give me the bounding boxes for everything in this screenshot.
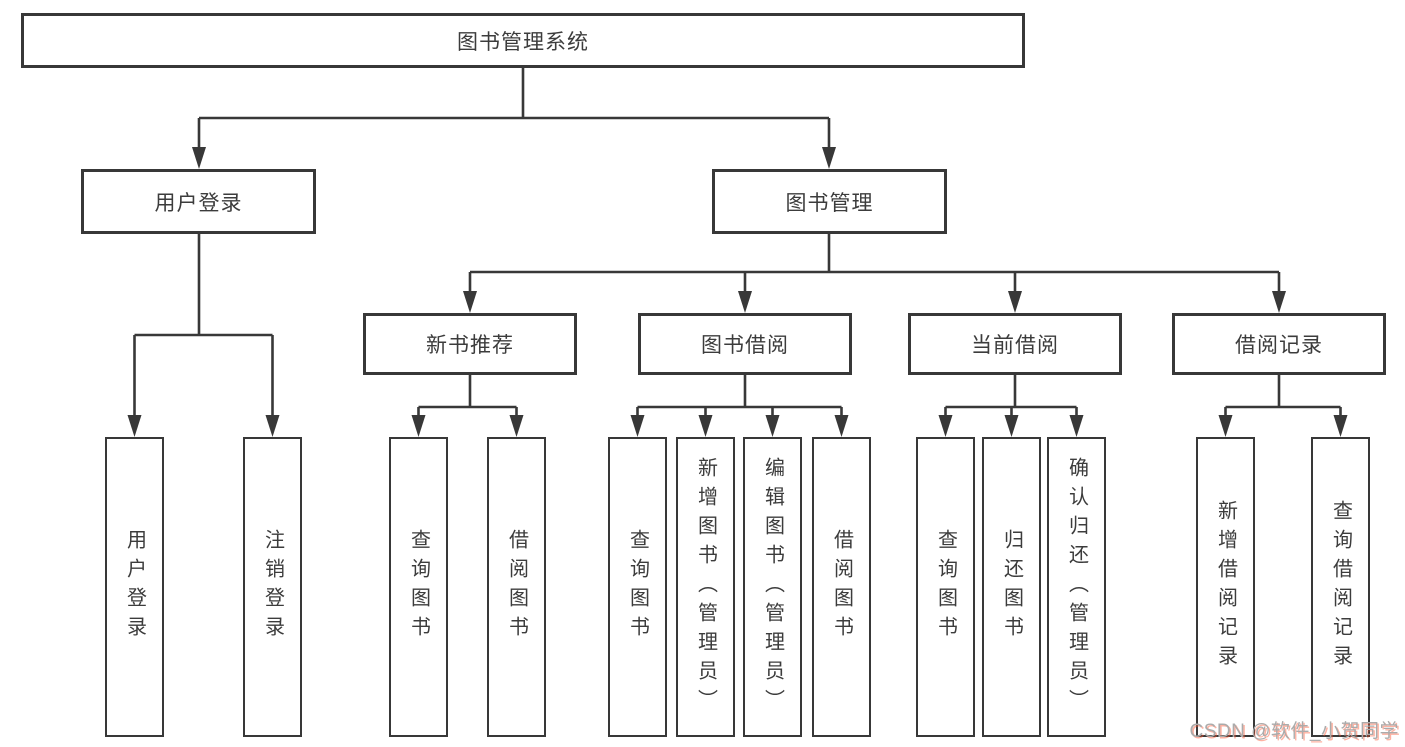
- leaf-borrow-borrow-book: 借阅图书: [812, 437, 871, 737]
- node-borrow-record: 借阅记录: [1172, 313, 1386, 375]
- leaf-label: 借阅图书: [830, 529, 853, 645]
- leaf-borrow-query-book: 查询图书: [608, 437, 667, 737]
- leaf-label: 归还图书: [1000, 529, 1023, 645]
- leaf-query-borrow-record: 查询借阅记录: [1311, 437, 1370, 737]
- node-book-borrow: 图书借阅: [638, 313, 852, 375]
- leaf-label: 新增图书（管理员）: [694, 456, 717, 718]
- connector-lines: [133, 68, 1342, 419]
- node-label: 用户登录: [154, 191, 243, 215]
- leaf-label: 确认归还（管理员）: [1065, 456, 1088, 718]
- leaf-label: 借阅图书: [505, 529, 528, 645]
- leaf-return-book: 归还图书: [982, 437, 1041, 737]
- leaf-recommend-borrow-book: 借阅图书: [487, 437, 546, 737]
- leaf-edit-book-admin: 编辑图书（管理员）: [743, 437, 802, 737]
- leaf-confirm-return-admin: 确认归还（管理员）: [1047, 437, 1106, 737]
- leaf-label: 查询图书: [407, 529, 430, 645]
- node-new-book-recommend: 新书推荐: [363, 313, 577, 375]
- leaf-label: 查询借阅记录: [1329, 500, 1352, 674]
- leaf-label: 查询图书: [626, 529, 649, 645]
- node-label: 当前借阅: [971, 334, 1059, 357]
- node-label: 新书推荐: [426, 334, 514, 357]
- node-current-borrow: 当前借阅: [908, 313, 1122, 375]
- leaf-logout: 注销登录: [243, 437, 302, 737]
- node-label: 图书管理: [785, 191, 874, 215]
- arrowheads: [127, 147, 1348, 437]
- leaf-label: 新增借阅记录: [1214, 500, 1237, 674]
- node-label: 借阅记录: [1235, 334, 1323, 357]
- node-label: 图书借阅: [701, 334, 789, 357]
- node-root-library-management-system: 图书管理系统: [21, 13, 1025, 68]
- leaf-label: 注销登录: [261, 529, 284, 645]
- leaf-label: 编辑图书（管理员）: [761, 456, 784, 718]
- leaf-label: 用户登录: [123, 529, 146, 645]
- node-label: 图书管理系统: [457, 30, 589, 54]
- leaf-current-query-book: 查询图书: [916, 437, 975, 737]
- leaf-recommend-query-book: 查询图书: [389, 437, 448, 737]
- leaf-add-book-admin: 新增图书（管理员）: [676, 437, 735, 737]
- node-user-login: 用户登录: [81, 169, 316, 234]
- leaf-user-login: 用户登录: [105, 437, 164, 737]
- node-book-management: 图书管理: [712, 169, 947, 234]
- leaf-add-borrow-record: 新增借阅记录: [1196, 437, 1255, 737]
- leaf-label: 查询图书: [934, 529, 957, 645]
